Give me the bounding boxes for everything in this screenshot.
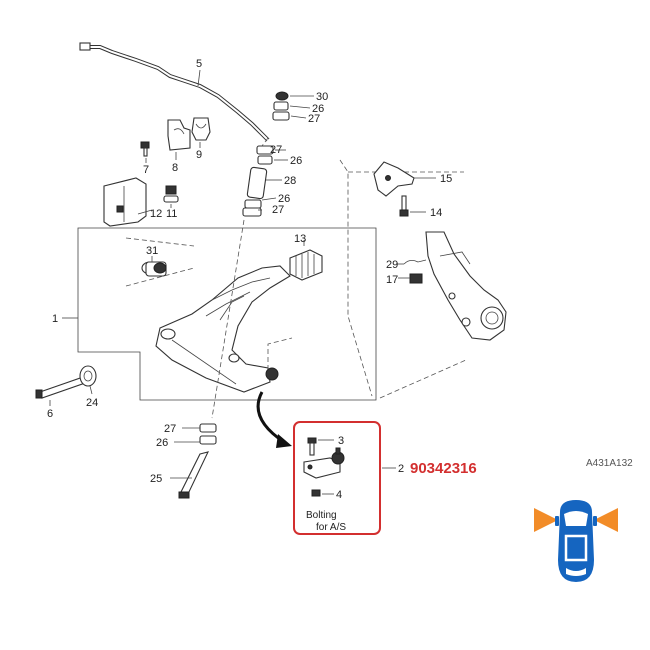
callout-28: 28 [284, 175, 296, 187]
callout-24: 24 [86, 397, 98, 409]
bushing-31 [125, 237, 195, 287]
part-number[interactable]: 90342316 [410, 460, 477, 477]
callout-27-a: 27 [308, 113, 320, 125]
callout-26-d: 26 [156, 437, 168, 449]
callout-13: 13 [294, 233, 306, 245]
bushing-24 [79, 365, 97, 395]
bracket-15 [373, 161, 436, 197]
figure-code: A431A132 [586, 458, 633, 469]
bolt-6 [35, 375, 89, 406]
lower-arm-frame [62, 227, 377, 401]
nut-17 [398, 273, 423, 284]
callout-12: 12 [150, 208, 162, 220]
callout-8: 8 [172, 162, 178, 174]
callout-15: 15 [440, 173, 452, 185]
callout-29: 29 [386, 259, 398, 271]
steering-knuckle [425, 231, 507, 341]
callout-26-b: 26 [290, 155, 302, 167]
bushing-9 [191, 117, 211, 148]
callout-2: 2 [398, 463, 404, 475]
clamp-8 [167, 119, 191, 160]
callout-26-c: 26 [278, 193, 290, 205]
callout-25: 25 [150, 473, 162, 485]
callout-31: 31 [146, 245, 158, 257]
callout-9: 9 [196, 149, 202, 161]
lower-control-arm [155, 265, 293, 393]
callout-11: 11 [166, 208, 177, 220]
callout-27-c: 27 [272, 204, 284, 216]
pin-29 [396, 259, 427, 265]
link-stack-top [272, 91, 314, 121]
callout-3: 3 [338, 435, 344, 447]
callout-14: 14 [430, 207, 442, 219]
stabilizer-bar [79, 42, 270, 142]
bushing-13 [289, 240, 323, 281]
callout-6: 6 [47, 408, 53, 420]
car-front-position-icon [534, 500, 618, 582]
bolt-14 [399, 195, 426, 217]
callout-1: 1 [52, 313, 58, 325]
callout-27-b: 27 [270, 144, 282, 156]
ball-joint-highlight-box[interactable] [293, 421, 396, 535]
nut-11 [163, 185, 179, 208]
callout-27-d: 27 [164, 423, 176, 435]
link-stack-middle [242, 137, 288, 217]
detail-arrow [256, 391, 292, 448]
callout-26-a: 26 [312, 103, 324, 115]
bolting-note-line1: Bolting [306, 510, 337, 521]
callout-30: 30 [316, 91, 328, 103]
callout-5: 5 [196, 58, 202, 70]
bolting-note-line2: for A/S [316, 522, 346, 533]
callout-7: 7 [143, 164, 149, 176]
link-stack-bottom [170, 423, 217, 499]
bolt-7 [140, 141, 150, 163]
callout-4: 4 [336, 489, 342, 501]
mount-bracket-12 [103, 177, 153, 227]
callout-17: 17 [386, 274, 398, 286]
